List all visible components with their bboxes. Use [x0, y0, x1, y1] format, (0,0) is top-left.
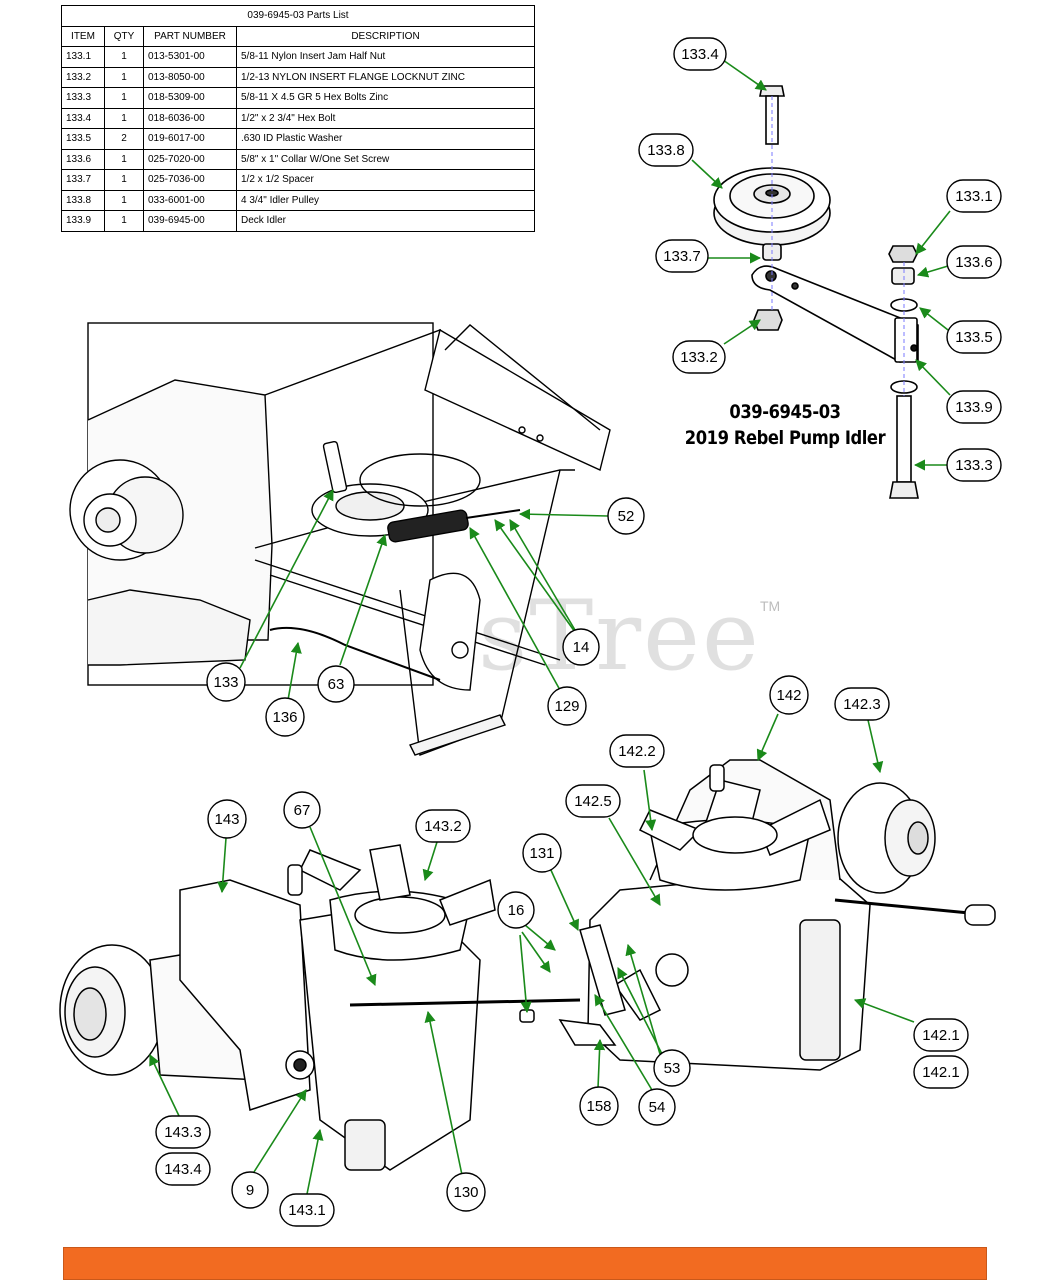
callout-label: 52: [618, 508, 635, 525]
callout-label: 131: [529, 845, 554, 862]
cell-description: Deck Idler: [236, 210, 535, 232]
callout-label: 133.2: [680, 349, 718, 366]
callout-133-4: 133.4: [673, 37, 727, 71]
callout-142-1-a: 142.1: [913, 1018, 969, 1052]
callout-label: 133: [213, 674, 238, 691]
callout-label: 143.2: [424, 818, 462, 835]
callout-133-1: 133.1: [946, 179, 1002, 213]
callout-label: 133.3: [955, 457, 993, 474]
bottom-banner: [63, 1247, 987, 1280]
callout-label: 67: [294, 802, 311, 819]
idler-assembly-drawing: [713, 85, 919, 499]
callout-142-3: 142.3: [834, 687, 890, 721]
callout-133-3: 133.3: [946, 448, 1002, 482]
callout-14: 14: [562, 628, 600, 666]
callout-133-8: 133.8: [638, 133, 694, 167]
callout-143-4: 143.4: [155, 1152, 211, 1186]
assembly-name: 2019 Rebel Pump Idler: [684, 427, 886, 449]
callout-130: 130: [446, 1172, 486, 1212]
callout-label: 133.5: [955, 329, 993, 346]
callout-143-2: 143.2: [415, 809, 471, 843]
callout-133-2: 133.2: [672, 340, 726, 374]
callout-9: 9: [231, 1171, 269, 1209]
callout-label: 53: [664, 1060, 681, 1077]
assembly-number: 039-6945-03: [729, 401, 841, 423]
callout-label: 133.1: [955, 188, 993, 205]
callout-label: 133.6: [955, 254, 993, 271]
callout-label: 143.3: [164, 1124, 202, 1141]
callout-63: 63: [317, 665, 355, 703]
right-hydro-unit-drawing: [587, 759, 996, 1071]
callout-142-1-b: 142.1: [913, 1055, 969, 1089]
callout-label: 133.8: [647, 142, 685, 159]
callout-142-2: 142.2: [609, 734, 665, 768]
callout-label: 16: [508, 902, 525, 919]
callout-133: 133: [206, 662, 246, 702]
callout-label: 136: [272, 709, 297, 726]
callout-label: 129: [554, 698, 579, 715]
callout-label: 133.9: [955, 399, 993, 416]
callout-52: 52: [607, 497, 645, 535]
callout-54: 54: [638, 1088, 676, 1126]
callout-142-5: 142.5: [565, 784, 621, 818]
watermark-trademark: TM: [760, 598, 781, 614]
callout-label: 142.1: [922, 1064, 960, 1081]
callout-label: 142.3: [843, 696, 881, 713]
callout-label: 54: [649, 1099, 666, 1116]
callout-label: 130: [453, 1184, 478, 1201]
callout-label: 142.1: [922, 1027, 960, 1044]
callout-label: 142.5: [574, 793, 612, 810]
callout-label: 133.7: [663, 248, 701, 265]
callout-53: 53: [653, 1049, 691, 1087]
callout-143-3: 143.3: [155, 1115, 211, 1149]
callout-133-7: 133.7: [655, 239, 709, 273]
callout-label: 143.4: [164, 1161, 202, 1178]
callout-label: 142: [776, 687, 801, 704]
leader-lines: [149, 59, 951, 1195]
callout-label: 9: [246, 1182, 254, 1199]
callout-label: 133.4: [681, 46, 719, 63]
callout-158: 158: [579, 1086, 619, 1126]
callout-67: 67: [283, 791, 321, 829]
callout-133-5: 133.5: [946, 320, 1002, 354]
callout-133-6: 133.6: [946, 245, 1002, 279]
callout-16: 16: [497, 891, 535, 929]
callout-label: 143.1: [288, 1202, 326, 1219]
parts-list-table: 039-6945-03 Parts List ITEM QTY PART NUM…: [61, 5, 535, 232]
callout-143-1: 143.1: [279, 1193, 335, 1227]
callout-131: 131: [522, 833, 562, 873]
callout-133-9: 133.9: [946, 390, 1002, 424]
pump-mount-drawing: [69, 322, 611, 756]
callout-136: 136: [265, 697, 305, 737]
callout-label: 143: [214, 811, 239, 828]
left-hydro-unit-drawing: [59, 844, 626, 1171]
callout-bubbles: 133.4 133.8 133.7 133.2 133.1 133.6 133.…: [155, 37, 1002, 1227]
exploded-parts-diagram: 133.4 133.8 133.7 133.2 133.1 133.6 133.…: [59, 37, 1002, 1227]
cell-qty: 1: [104, 210, 144, 232]
callout-129: 129: [547, 686, 587, 726]
callout-label: 142.2: [618, 743, 656, 760]
callout-label: 158: [586, 1098, 611, 1115]
callout-142: 142: [769, 675, 809, 715]
callout-label: 14: [573, 639, 590, 656]
callout-143: 143: [207, 799, 247, 839]
callout-label: 63: [328, 676, 345, 693]
